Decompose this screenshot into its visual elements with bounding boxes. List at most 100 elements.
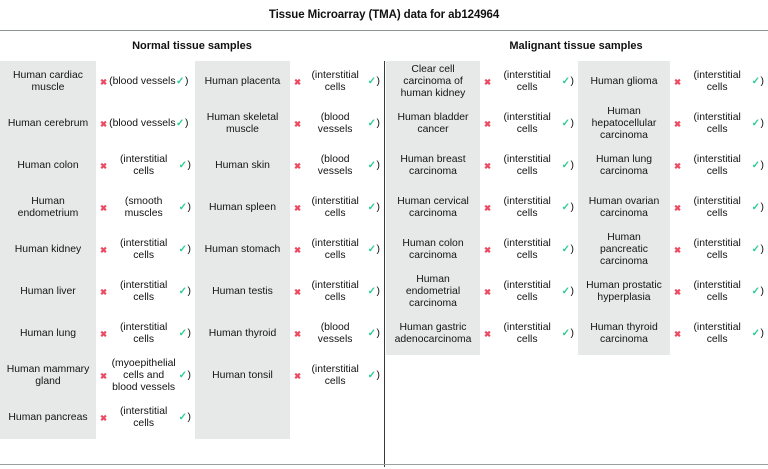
- check-mark-icon: ✓: [751, 202, 761, 214]
- result-note-text: (blood vessels: [317, 153, 353, 177]
- cross-mark-icon: ✖: [294, 244, 302, 255]
- cross-mark-icon: ✖: [100, 202, 108, 213]
- tissue-name-cell: Human cerebrum: [7, 117, 89, 129]
- result-note-text: (blood vessels: [317, 111, 353, 135]
- result-note-text: (interstitial cells: [311, 195, 359, 219]
- tissue-name-cell: Human skeletal muscle: [206, 111, 279, 135]
- result-note-text: (interstitial cells: [119, 237, 168, 261]
- check-mark-icon: ✓: [561, 202, 571, 214]
- cross-mark-icon: ✖: [100, 286, 108, 297]
- result-note-close: ): [187, 369, 191, 381]
- result-note-text: (interstitial cells: [693, 69, 741, 93]
- result-note-text: (interstitial cells: [119, 279, 168, 303]
- result-note-close: ): [376, 75, 380, 87]
- tissue-name-cell: Human glioma: [590, 75, 658, 87]
- check-mark-icon: ✓: [178, 202, 188, 214]
- result-note-close: ): [760, 117, 764, 129]
- tissue-name-cell: Human cardiac muscle: [13, 69, 83, 93]
- pane-divider: [384, 61, 386, 467]
- cross-mark-icon: ✖: [484, 160, 492, 171]
- result-note-text: (interstitial cells: [503, 153, 551, 177]
- tissue-result-cell: ✖(interstitial cells✓): [96, 145, 195, 187]
- result-note-text: (myoepithelial cells and blood vessels: [111, 357, 176, 394]
- tissue-result-cell: ✖(interstitial cells✓): [96, 313, 195, 355]
- result-note-close: ): [376, 159, 380, 171]
- check-mark-icon: ✓: [178, 286, 188, 298]
- tissue-name-cell: Human thyroid carcinoma: [590, 321, 658, 345]
- result-note-close: ): [187, 201, 191, 213]
- tissue-result-cell: ✖(interstitial cells✓): [290, 355, 384, 397]
- malignant-col1-values: ✖ (interstitial cells ✓) ✖ (interstitial cel…: [480, 61, 578, 355]
- result-note-close: ): [376, 201, 380, 213]
- tissue-result-cell: ✖ (interstitial cells ✓): [96, 271, 195, 313]
- cross-mark-icon: ✖: [100, 370, 108, 381]
- cross-mark-icon: ✖: [484, 244, 492, 255]
- result-note-text: (interstitial cells: [119, 405, 168, 429]
- check-mark-icon: ✓: [176, 76, 185, 88]
- cross-mark-icon: ✖: [674, 244, 682, 255]
- result-note-text: (interstitial cells: [311, 69, 359, 93]
- malignant-col2-values: ✖(interstitial cells✓)✖(interstitial cel…: [670, 61, 768, 355]
- check-mark-icon: ✓: [367, 328, 377, 340]
- tissue-name-cell: Human thyroid: [208, 327, 277, 339]
- tissue-name-cell: Human pancreas: [8, 411, 88, 423]
- tissue-result-cell: ✖(smooth muscles✓): [96, 187, 195, 229]
- tissue-result-cell: ✖(blood vessels✓): [290, 103, 384, 145]
- tissue-name-cell: Human breast carcinoma: [400, 153, 466, 177]
- check-mark-icon: ✓: [561, 286, 571, 298]
- cross-mark-icon: ✖: [100, 160, 108, 171]
- group-header-row: Normal tissue samples Malignant tissue s…: [0, 31, 768, 61]
- cross-mark-icon: ✖: [100, 118, 108, 129]
- result-note-close: ): [760, 75, 764, 87]
- cross-mark-icon: ✖: [674, 202, 682, 213]
- check-mark-icon: ✓: [176, 118, 185, 130]
- check-mark-icon: ✓: [367, 202, 377, 214]
- check-mark-icon: ✓: [561, 118, 571, 130]
- result-note-close: ): [570, 75, 574, 87]
- tissue-name-cell: Human lung: [19, 327, 77, 339]
- tissue-result-cell: ✖(interstitial cells✓): [96, 229, 195, 271]
- normal-col2-values: ✖(interstitial cells✓)✖(blood vessels✓)✖…: [290, 61, 384, 439]
- cross-mark-icon: ✖: [294, 118, 302, 129]
- tissue-result-cell: ✖(interstitial cells✓): [670, 187, 768, 229]
- result-note-text: (interstitial cells: [693, 111, 741, 135]
- normal-col1-values: ✖(blood vessels✓)✖(blood vessels✓)✖(inte…: [96, 61, 195, 439]
- tissue-result-cell: ✖(interstitial cells✓): [290, 271, 384, 313]
- result-note-text: (interstitial cells: [693, 153, 741, 177]
- tissue-name-cell: Human placenta: [204, 75, 281, 87]
- result-note-close: ): [760, 327, 764, 339]
- tissue-result-cell: ✖(interstitial cells✓): [290, 229, 384, 271]
- result-note-close: ): [376, 327, 380, 339]
- check-mark-icon: ✓: [751, 286, 761, 298]
- tissue-name-cell: Human tonsil: [212, 369, 273, 381]
- cross-mark-icon: ✖: [294, 76, 302, 87]
- result-note-text: (interstitial cells: [503, 279, 551, 303]
- result-note-text: (interstitial cells: [503, 195, 551, 219]
- tissue-name-cell: Human spleen: [208, 201, 276, 213]
- result-note-close: ): [570, 285, 574, 297]
- result-note-text: (interstitial cells: [503, 237, 551, 261]
- tissue-result-cell: ✖(interstitial cells✓): [670, 103, 768, 145]
- result-note-close: ): [570, 327, 574, 339]
- check-mark-icon: ✓: [178, 160, 188, 172]
- check-mark-icon: ✓: [367, 76, 377, 88]
- bottom-divider-rule: [0, 464, 768, 465]
- cross-mark-icon: ✖: [100, 328, 108, 339]
- cross-mark-icon: ✖: [484, 76, 492, 87]
- tissue-name-cell: Human endometrium: [17, 195, 79, 219]
- check-mark-icon: ✓: [561, 160, 571, 172]
- cross-mark-icon: ✖: [294, 202, 302, 213]
- result-note-close: ): [187, 285, 191, 297]
- result-note-close: ): [187, 159, 191, 171]
- tissue-name-cell: Human lung carcinoma: [595, 153, 653, 177]
- check-mark-icon: ✓: [561, 244, 571, 256]
- cross-mark-icon: ✖: [484, 202, 492, 213]
- tissue-name-cell: Human skin: [215, 159, 270, 171]
- cross-mark-icon: ✖: [294, 328, 302, 339]
- tissue-name-cell: Human liver: [20, 285, 76, 297]
